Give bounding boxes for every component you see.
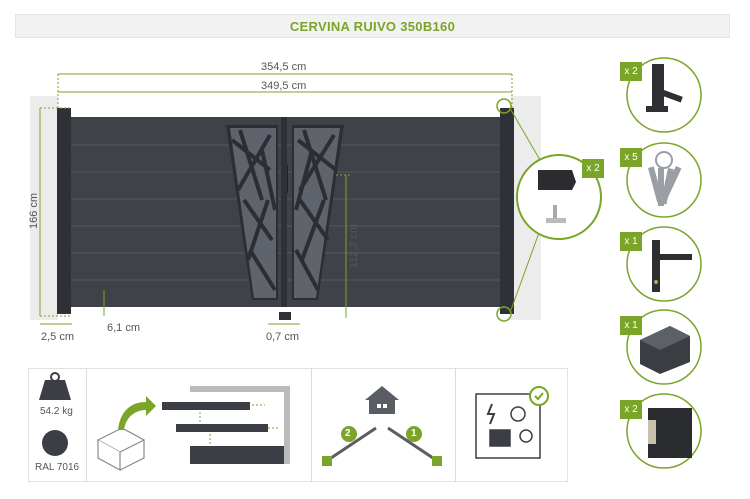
step-2-badge bbox=[341, 426, 357, 442]
accessory-qty-4: x 1 bbox=[620, 316, 642, 335]
accessory-qty-1: x 2 bbox=[620, 62, 642, 81]
check-icon bbox=[529, 386, 549, 406]
stopper-icon bbox=[640, 326, 690, 374]
design-height-label: 112,2 cm bbox=[348, 223, 361, 269]
post-gap-label: 2,5 cm bbox=[41, 331, 75, 343]
keys-icon bbox=[648, 151, 682, 206]
title-bar: CERVINA RUIVO 350B160 bbox=[15, 14, 730, 38]
arrow-up-icon bbox=[118, 396, 156, 430]
step-1-badge bbox=[406, 426, 422, 442]
inner-width-label: 349,5 cm bbox=[261, 80, 307, 92]
box-icon bbox=[96, 427, 146, 472]
right-post bbox=[500, 108, 514, 314]
ral-label: RAL 7016 bbox=[35, 462, 80, 473]
house-icon bbox=[365, 386, 399, 414]
weight-label: 54.2 kg bbox=[40, 406, 73, 417]
detail-qty-badge: x 2 bbox=[582, 159, 604, 178]
left-wall bbox=[30, 96, 58, 320]
weight-icon bbox=[39, 380, 71, 400]
hinge-icon bbox=[646, 64, 683, 112]
panels-icon bbox=[162, 386, 290, 464]
step-2-number: 2 bbox=[345, 428, 351, 439]
product-title: CERVINA RUIVO 350B160 bbox=[289, 18, 456, 34]
divider-3 bbox=[455, 368, 456, 482]
motor-gear-icon bbox=[475, 393, 541, 459]
accessory-qty-3: x 1 bbox=[620, 232, 642, 251]
step-1-number: 1 bbox=[411, 428, 417, 439]
left-post bbox=[57, 108, 71, 314]
accessory-qty-5: x 2 bbox=[620, 400, 642, 419]
accessory-qty-2: x 5 bbox=[620, 148, 642, 167]
height-label: 166 cm bbox=[28, 192, 41, 230]
ground-gap-label: 6,1 cm bbox=[107, 322, 141, 334]
total-width-label: 354,5 cm bbox=[261, 61, 307, 73]
post-cap-icon bbox=[648, 408, 692, 458]
divider-2 bbox=[311, 368, 312, 482]
opening-diagram bbox=[327, 426, 437, 462]
divider-1 bbox=[86, 368, 87, 482]
leaf-gap-label: 0,7 cm bbox=[266, 331, 300, 343]
ral-swatch bbox=[42, 430, 68, 456]
handle-icon bbox=[652, 240, 692, 292]
